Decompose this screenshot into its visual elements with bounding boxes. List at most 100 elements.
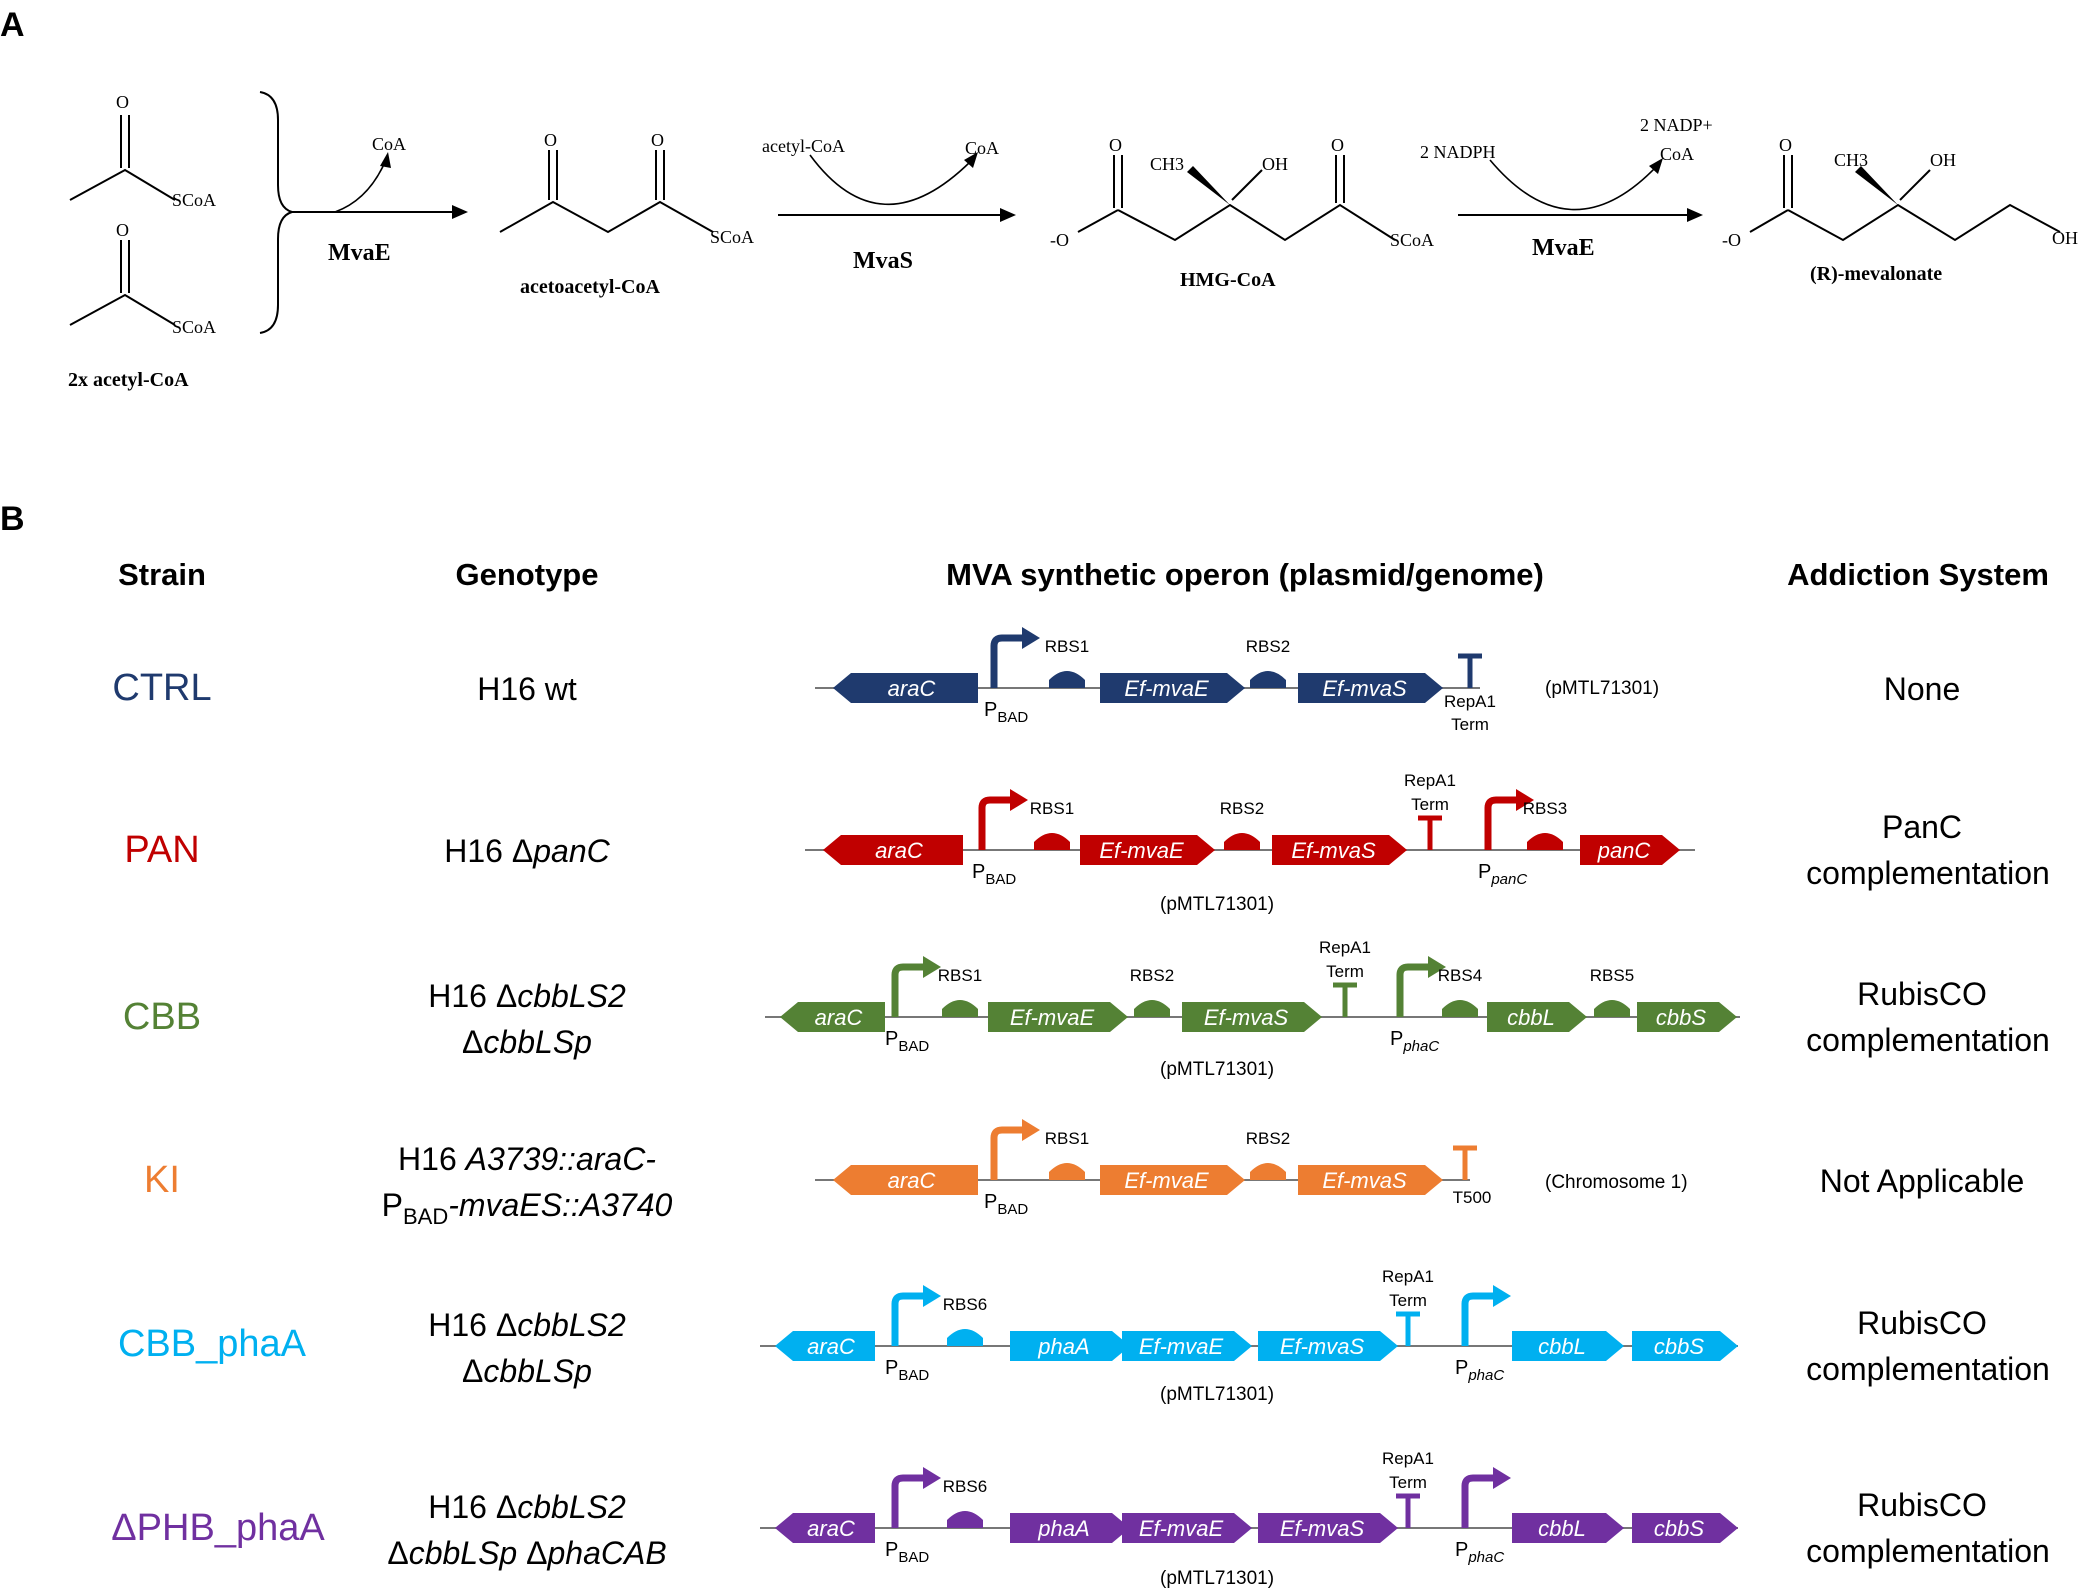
promoter-label: PBAD bbox=[885, 1539, 929, 1566]
header-operon: MVA synthetic operon (plasmid/genome) bbox=[946, 557, 1544, 592]
gene-label: Ef-mvaS bbox=[1280, 1516, 1365, 1541]
terminator-label-1: RepA1 bbox=[1382, 1267, 1434, 1286]
rbs-rbs6 bbox=[947, 1329, 983, 1346]
gene-label: panC bbox=[1597, 838, 1651, 863]
gene-arrow-ef-mvas bbox=[1272, 835, 1407, 865]
step3-enzyme: MvaE bbox=[1532, 235, 1595, 261]
gene-arrow-panc bbox=[1580, 835, 1680, 865]
rbs-label: RBS1 bbox=[1030, 799, 1074, 818]
genotype: H16 A3739::araC-PBAD-mvaES::A3740 bbox=[382, 1141, 673, 1229]
gene-arrow-phaa bbox=[1010, 1331, 1130, 1361]
acetyl-coa-1-oxygen: O bbox=[116, 92, 129, 112]
gene-arrow-ef-mvas bbox=[1258, 1331, 1398, 1361]
terminator-label-1: T500 bbox=[1453, 1188, 1492, 1207]
gene-arrow-ef-mvae bbox=[988, 1002, 1128, 1032]
terminator-label-2: Term bbox=[1326, 962, 1364, 981]
promoter-arrow bbox=[1484, 796, 1518, 850]
rbs-rbs2 bbox=[1224, 833, 1260, 850]
mevalonate-wedge bbox=[1855, 166, 1898, 205]
genotype: H16 wt bbox=[477, 671, 577, 707]
column-headers: Strain Genotype MVA synthetic operon (pl… bbox=[118, 557, 2049, 592]
gene-arrow-ef-mvas bbox=[1182, 1002, 1322, 1032]
panel-a-label: A bbox=[0, 6, 25, 44]
promoter-label: PBAD bbox=[972, 861, 1016, 888]
gene-arrow-ef-mvae bbox=[1100, 1165, 1245, 1195]
acetyl-coa-2-scoa: SCoA bbox=[172, 317, 216, 337]
addiction-system: None bbox=[1884, 671, 1961, 707]
addiction-system: Not Applicable bbox=[1820, 1163, 2025, 1199]
gene-label: Ef-mvaS bbox=[1322, 676, 1407, 701]
gene-arrow-arac bbox=[833, 1165, 978, 1195]
gene-arrow-arac bbox=[833, 673, 978, 703]
strain-name: CBB bbox=[123, 996, 201, 1038]
gene-label: araC bbox=[888, 1168, 936, 1193]
acetoacetyl-scoa: SCoA bbox=[710, 227, 754, 247]
step1-enzyme: MvaE bbox=[328, 240, 391, 266]
gene-label: araC bbox=[888, 676, 936, 701]
hmg-carboxylate: -O bbox=[1050, 230, 1069, 250]
promoter-arrow bbox=[1396, 963, 1430, 1017]
mevalonate-molecule bbox=[1749, 155, 2061, 242]
step2-released: CoA bbox=[965, 138, 999, 158]
hmg-hydroxyl: OH bbox=[1262, 154, 1288, 174]
gene-label: araC bbox=[875, 838, 923, 863]
rbs-rbs1 bbox=[942, 1000, 978, 1017]
strain-name: PAN bbox=[124, 829, 199, 871]
gene-label: cbbL bbox=[1538, 1516, 1586, 1541]
gene-arrow-cbbs bbox=[1632, 1331, 1738, 1361]
gene-arrow-arac bbox=[775, 1331, 875, 1361]
gene-arrow-ef-mvae bbox=[1080, 835, 1215, 865]
acetyl-coa-1-scoa: SCoA bbox=[172, 190, 216, 210]
step1-released: CoA bbox=[372, 134, 406, 154]
gene-arrow-arac bbox=[823, 835, 963, 865]
gene-label: Ef-mvaS bbox=[1280, 1334, 1365, 1359]
gene-arrow-cbbs bbox=[1632, 1513, 1738, 1543]
gene-label: Ef-mvaE bbox=[1099, 838, 1184, 863]
mevalonate-terminal-oh: OH bbox=[2052, 228, 2078, 248]
backbone-label: (pMTL71301) bbox=[1160, 1059, 1274, 1080]
rbs-label: RBS5 bbox=[1590, 966, 1634, 985]
rbs-rbs1 bbox=[1049, 1163, 1085, 1180]
rbs-label: RBS2 bbox=[1246, 637, 1290, 656]
gene-label: cbbL bbox=[1507, 1005, 1555, 1030]
gene-label: araC bbox=[807, 1516, 855, 1541]
rbs-rbs6 bbox=[947, 1511, 983, 1528]
gene-arrow-ef-mvae bbox=[1100, 673, 1245, 703]
gene-label: Ef-mvaS bbox=[1204, 1005, 1289, 1030]
step2-consumed: acetyl-CoA bbox=[762, 136, 845, 156]
hmg-methyl: CH3 bbox=[1150, 154, 1184, 174]
acetoacetyl-oxygen-1: O bbox=[544, 130, 557, 150]
rbs-rbs3 bbox=[1527, 833, 1563, 850]
gene-arrow-cbbl bbox=[1512, 1513, 1624, 1543]
gene-label: Ef-mvaE bbox=[1124, 1168, 1209, 1193]
gene-arrow-ef-mvas bbox=[1258, 1513, 1398, 1543]
gene-label: Ef-mvaE bbox=[1139, 1334, 1224, 1359]
terminator-label-1: RepA1 bbox=[1382, 1449, 1434, 1468]
promoter-arrow bbox=[891, 963, 925, 1017]
genotype: H16 ΔpanC bbox=[444, 833, 610, 869]
gene-label: cbbS bbox=[1654, 1334, 1704, 1359]
promoter-label: PphaC bbox=[1390, 1028, 1439, 1055]
gene-label: Ef-mvaS bbox=[1291, 838, 1376, 863]
acetyl-coa-2-oxygen: O bbox=[116, 220, 129, 240]
gene-label: cbbL bbox=[1538, 1334, 1586, 1359]
terminator-label-2: Term bbox=[1389, 1291, 1427, 1310]
promoter-label: PphaC bbox=[1455, 1539, 1504, 1566]
backbone-label: (pMTL71301) bbox=[1545, 678, 1659, 699]
acetoacetyl-oxygen-2: O bbox=[651, 130, 664, 150]
backbone-label: (pMTL71301) bbox=[1160, 1568, 1274, 1589]
acetyl-coa-molecules bbox=[69, 115, 176, 326]
gene-arrow-cbbl bbox=[1487, 1002, 1587, 1032]
gene-arrow-cbbs bbox=[1637, 1002, 1737, 1032]
rbs-rbs2 bbox=[1134, 1000, 1170, 1017]
gene-label: phaA bbox=[1037, 1334, 1089, 1359]
rbs-label: RBS6 bbox=[943, 1295, 987, 1314]
gene-arrow-ef-mvas bbox=[1298, 673, 1443, 703]
